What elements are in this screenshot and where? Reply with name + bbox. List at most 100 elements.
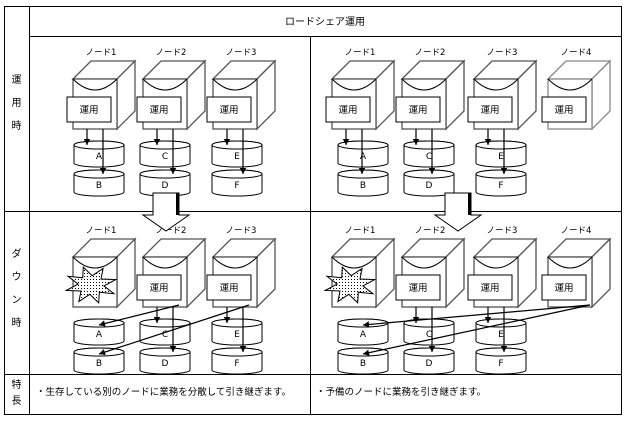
takeover-arrow-head: [363, 321, 370, 328]
disk-c-label: C: [162, 152, 168, 162]
disk-b-label: B: [96, 181, 102, 191]
cube-arc: [401, 78, 447, 91]
node-label: ノード1: [345, 48, 376, 58]
takeover-arrow: [362, 304, 591, 326]
takeover-arrow: [362, 304, 591, 355]
disk-a-top: [337, 140, 389, 150]
access-arrow-head: [358, 168, 366, 174]
cube-arc: [142, 256, 188, 269]
node-label: ノード4: [561, 226, 592, 236]
node-label: ノード2: [156, 226, 187, 236]
cube-arc: [473, 256, 519, 269]
row-label-features: 特 長: [4, 378, 29, 410]
disk-e-label: E: [498, 330, 504, 340]
disk-c-top: [403, 140, 455, 150]
service-label: 運用: [480, 105, 499, 116]
node-label: ノード2: [415, 48, 446, 58]
row-label-char: ダ: [11, 249, 22, 260]
disk-d-top: [403, 347, 455, 357]
row-label-char: 時: [11, 121, 22, 132]
disk-b-top: [73, 347, 125, 357]
disk-a-label: A: [96, 330, 103, 340]
row-label-char: ン: [11, 295, 22, 306]
disk-f-top: [211, 347, 263, 357]
service-label: 運用: [554, 105, 573, 116]
cube-arc: [473, 78, 519, 91]
node-label: ノード2: [415, 226, 446, 236]
row-label-char: ウ: [11, 272, 22, 283]
access-arrow-head: [412, 139, 420, 145]
arrow-shadow: [176, 193, 179, 215]
service-box: [206, 274, 252, 301]
table-grid: [4, 6, 622, 415]
disk-a-top: [73, 318, 125, 328]
disk-a-label: A: [96, 152, 103, 162]
disk-c-label: C: [426, 330, 432, 340]
disk-d-label: D: [162, 181, 169, 191]
disk-c-top: [139, 140, 191, 150]
access-arrow-head: [342, 139, 350, 145]
disk-b-top: [73, 169, 125, 179]
node: ノード1 運用 A B: [66, 48, 137, 197]
service-label: 運用: [408, 105, 427, 116]
node-label: ノード1: [86, 48, 117, 58]
transition-arrow-icon: [433, 192, 483, 232]
disk-c-top: [139, 318, 191, 328]
node-label: ノード3: [226, 226, 257, 236]
service-box: [206, 96, 252, 123]
service-label: 運用: [338, 105, 357, 116]
disk-d-top: [139, 169, 191, 179]
access-arrow-head: [428, 168, 436, 174]
cube-arc: [401, 256, 447, 269]
row-label-down: ダ ウ ン 時: [4, 246, 29, 332]
access-arrow-head: [500, 346, 508, 352]
disk-b-label: B: [360, 359, 366, 369]
service-label: 運用: [149, 105, 168, 116]
disk-f-label: F: [498, 181, 503, 191]
service-box: [136, 96, 182, 123]
takeover-arrow: [98, 304, 250, 355]
disk-d-label: D: [426, 181, 433, 191]
node: ノード4 運用: [541, 48, 612, 131]
disk-f-top: [475, 169, 527, 179]
node: ノード4 運用: [541, 226, 612, 309]
disk-e-label: E: [498, 152, 504, 162]
service-label: 運用: [79, 105, 98, 116]
failure-burst-icon: [323, 265, 377, 305]
disk-d-label: D: [162, 359, 169, 369]
disk-d-top: [403, 169, 455, 179]
disk-d-top: [139, 347, 191, 357]
diagram-title: ロードシェア運用: [285, 16, 365, 28]
disk-e-top: [211, 140, 263, 150]
service-box: [136, 274, 182, 301]
takeover-arrow-head: [363, 349, 370, 356]
disk-f-top: [211, 169, 263, 179]
node-label: ノード1: [345, 226, 376, 236]
disk-a-label: A: [360, 152, 367, 162]
feature-text-left: ・生存している別のノードに業務を分散して引き継ぎます。: [36, 387, 291, 398]
disk-f-label: F: [234, 359, 239, 369]
disk-b-label: B: [96, 359, 102, 369]
feature-text-right: ・予備のノードに業務を引き継ぎます。: [316, 387, 487, 398]
failure-burst-icon: [64, 265, 118, 305]
access-arrow-head: [484, 139, 492, 145]
service-label: 運用: [554, 283, 573, 294]
disk-d-label: D: [426, 359, 433, 369]
node-label: ノード4: [561, 48, 592, 58]
cube-arc: [142, 78, 188, 91]
cube-arc: [547, 256, 593, 269]
transition-arrow-icon: [141, 192, 191, 232]
node-label: ノード3: [226, 48, 257, 58]
row-label-char: 長: [11, 396, 22, 407]
disk-e-top: [211, 318, 263, 328]
